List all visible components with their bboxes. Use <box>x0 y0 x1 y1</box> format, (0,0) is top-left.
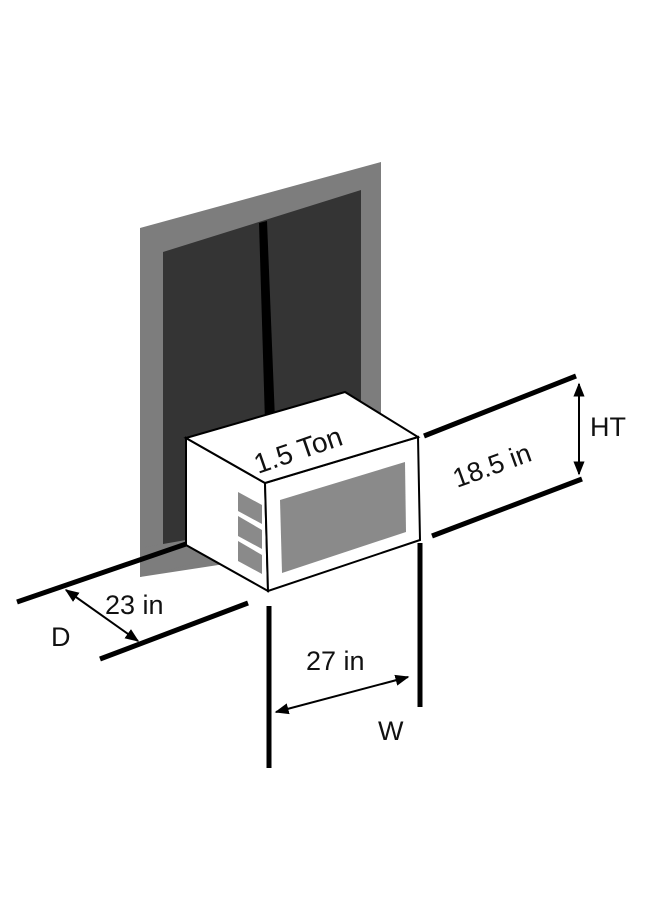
ac-front-panel <box>280 462 406 573</box>
window-seam <box>259 221 275 422</box>
ac-unit: 1.5 Ton <box>183 390 422 593</box>
depth-dimension-value: 23 in <box>105 590 164 620</box>
height-line-top <box>423 373 577 439</box>
depth-arrow <box>64 589 140 642</box>
ac-vent-3 <box>238 541 262 574</box>
ac-vent-1 <box>238 492 262 524</box>
width-label: W <box>378 716 404 746</box>
depth-line-front <box>99 600 249 662</box>
ac-vent-2 <box>238 516 262 549</box>
ac-top-face <box>183 390 421 485</box>
depth-line-back <box>16 541 187 605</box>
height-label: HT <box>590 412 626 442</box>
height-dimension-value: 18.5 in <box>449 438 535 494</box>
depth-label: D <box>51 622 71 652</box>
height-line-bottom <box>431 476 583 539</box>
width-dimension-value: 27 in <box>306 646 365 676</box>
width-arrow <box>274 674 410 715</box>
